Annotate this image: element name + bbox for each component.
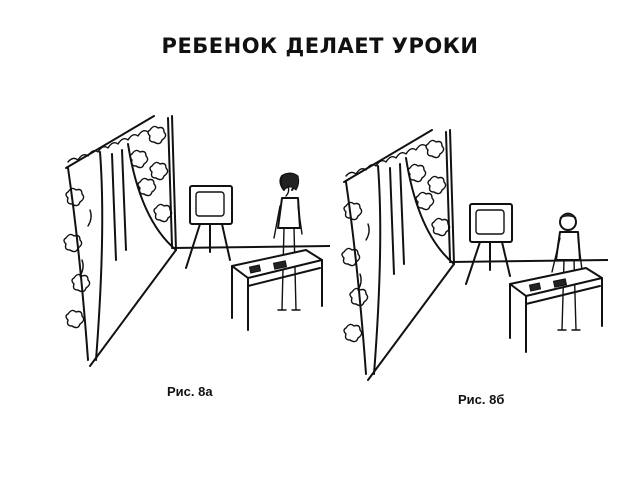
page-title: РЕБЕНОК ДЕЛАЕТ УРОКИ [161,34,479,58]
figure-caption-8a: Рис. 8а [167,384,213,399]
figure-caption-8b: Рис. 8б [458,392,505,407]
illustration-8a [60,110,330,370]
illustration-8b [338,124,608,384]
